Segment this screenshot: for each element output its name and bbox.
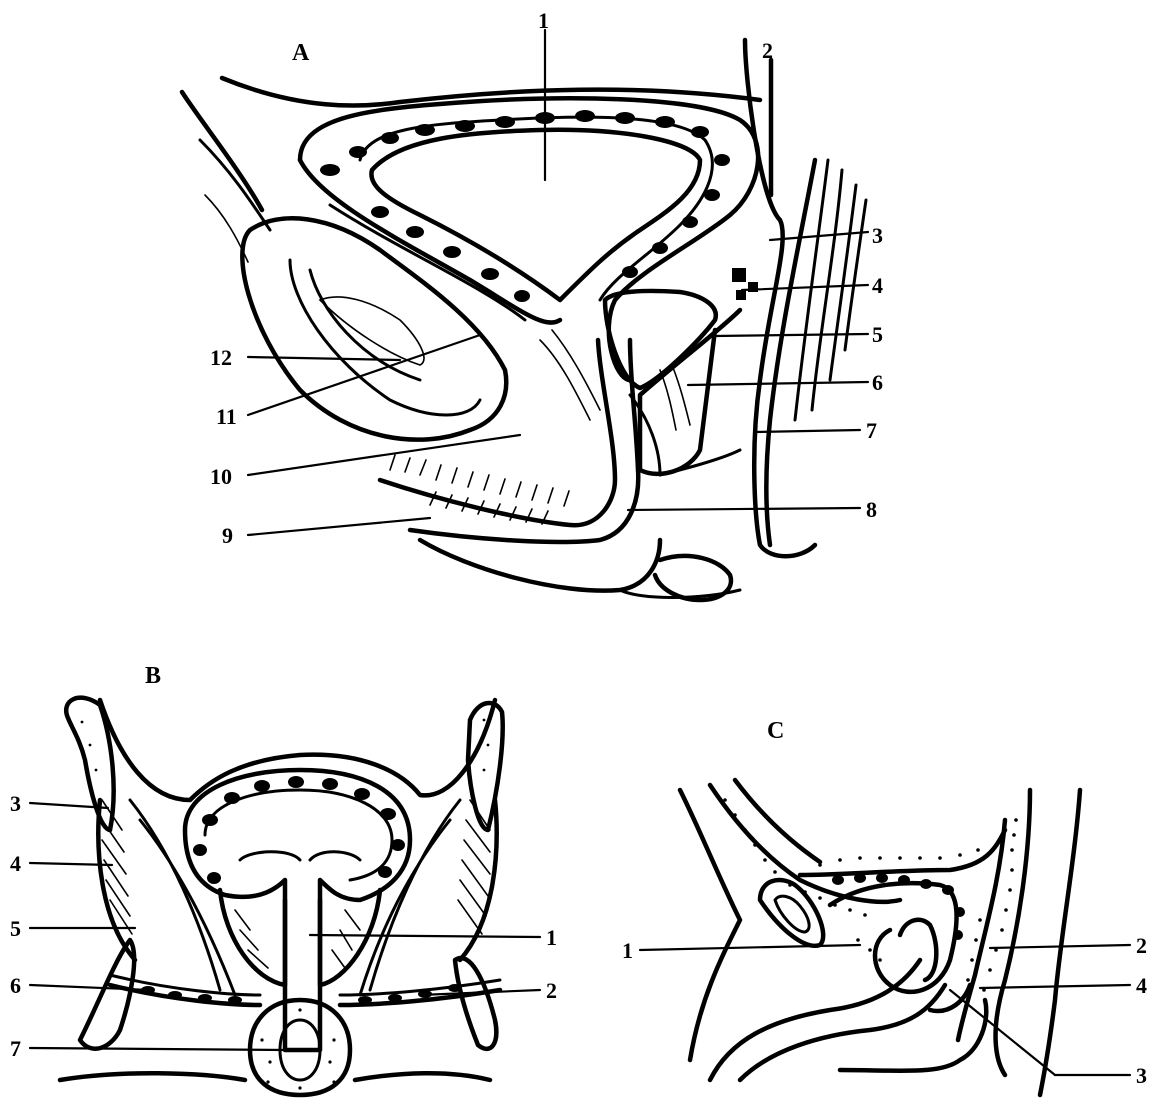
panel-b-hatching: [102, 800, 490, 968]
label-b-1: 1: [546, 925, 557, 950]
label-a-8: 8: [866, 497, 877, 522]
label-b-3: 3: [10, 791, 21, 816]
panel-b: B: [10, 663, 557, 1095]
label-b-2: 2: [546, 978, 557, 1003]
panel-c: C: [622, 718, 1147, 1095]
label-a-2: 2: [762, 38, 773, 63]
label-b-6: 6: [10, 973, 21, 998]
label-a-1: 1: [538, 8, 549, 33]
label-a-4: 4: [872, 273, 883, 298]
label-a-11: 11: [216, 404, 237, 429]
label-a-5: 5: [872, 322, 883, 347]
label-c-2: 2: [1136, 933, 1147, 958]
label-c-4: 4: [1136, 973, 1147, 998]
label-a-7: 7: [866, 418, 877, 443]
panel-a-title: A: [292, 40, 310, 66]
label-a-3: 3: [872, 223, 883, 248]
label-a-10: 10: [210, 464, 232, 489]
panel-a-wall-texture: [320, 110, 758, 302]
label-b-7: 7: [10, 1036, 21, 1061]
label-b-4: 4: [10, 851, 21, 876]
panel-a: A: [182, 8, 883, 600]
panel-b-title: B: [145, 663, 161, 689]
panel-c-leaders: [640, 945, 1130, 1075]
label-a-9: 9: [222, 523, 233, 548]
label-c-3: 3: [1136, 1063, 1147, 1088]
label-b-5: 5: [10, 916, 21, 941]
panel-c-title: C: [767, 718, 784, 744]
label-a-12: 12: [210, 345, 232, 370]
label-a-6: 6: [872, 370, 883, 395]
label-c-1: 1: [622, 938, 633, 963]
panel-a-outline: [182, 40, 866, 600]
panel-b-outline: [60, 698, 503, 1095]
